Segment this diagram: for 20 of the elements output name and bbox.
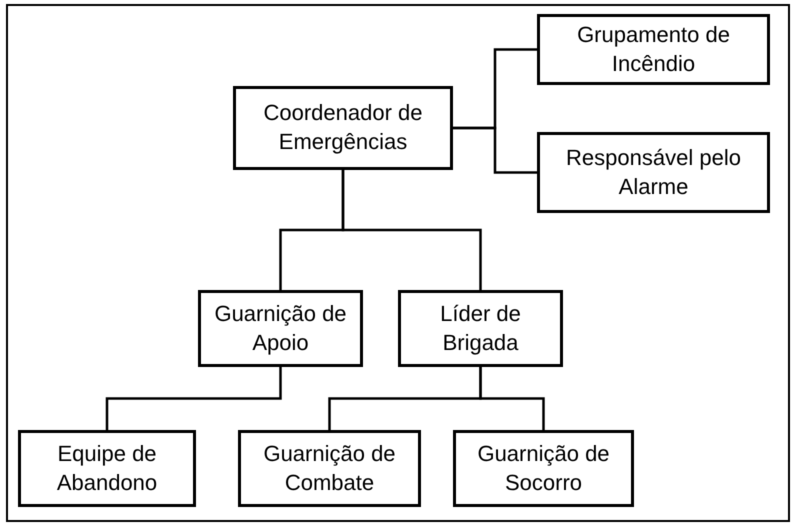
role-box <box>453 430 634 507</box>
role-label: Equipe de Abandono <box>56 440 158 496</box>
role-label: Líder de Brigada <box>439 300 522 357</box>
role-label: Responsável pelo Alarme <box>565 144 742 200</box>
role-label: Guarnição de Socorro <box>476 440 611 496</box>
role-box <box>198 290 363 367</box>
connector-line <box>342 170 482 290</box>
role-box <box>537 14 770 85</box>
role-box <box>537 132 770 213</box>
role-box <box>398 290 563 367</box>
connector-line <box>106 367 282 430</box>
role-box <box>233 86 453 170</box>
role-label: Guarnição de Combate <box>262 440 397 496</box>
connector-line <box>479 367 545 430</box>
role-label: Guarnição de Apoio <box>213 300 348 357</box>
role-box <box>238 430 421 507</box>
role-label: Coordenador de Emergências <box>262 99 424 156</box>
role-label: Grupamento de Incêndio <box>576 20 731 78</box>
connector-line <box>453 126 537 174</box>
role-box <box>18 430 196 507</box>
